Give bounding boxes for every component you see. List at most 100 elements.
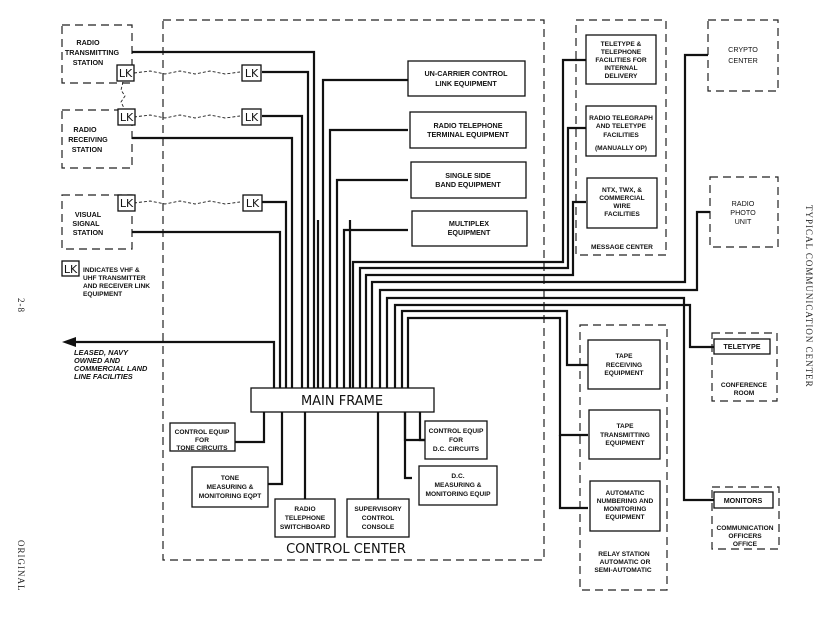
svg-text:BAND EQUIPMENT: BAND EQUIPMENT bbox=[435, 180, 501, 189]
svg-text:NTX, TWX, &: NTX, TWX, & bbox=[602, 187, 642, 194]
svg-text:CRYPTO: CRYPTO bbox=[728, 45, 758, 54]
lk-box: LK bbox=[241, 64, 262, 82]
svg-text:CONTROL EQUIP: CONTROL EQUIP bbox=[429, 428, 484, 435]
message-center-boundary bbox=[575, 19, 667, 256]
visual-station-boundary bbox=[61, 194, 133, 250]
svg-text:SWITCHBOARD: SWITCHBOARD bbox=[280, 524, 330, 531]
svg-text:TONE CIRCUITS: TONE CIRCUITS bbox=[176, 445, 228, 452]
svg-text:CONSOLE: CONSOLE bbox=[362, 524, 395, 531]
single-side-band-equipment: SINGLE SIDE BAND EQUIPMENT bbox=[410, 161, 527, 199]
supervisory-control-console: SUPERVISORY CONTROL CONSOLE bbox=[346, 498, 410, 538]
ntx-twx-commercial-wire-facilities: NTX, TWX, & COMMERCIAL WIRE FACILITIES bbox=[586, 177, 658, 229]
crypto-center-boundary bbox=[707, 19, 779, 92]
svg-text:EQUIPMENT: EQUIPMENT bbox=[605, 514, 644, 521]
svg-text:PHOTO: PHOTO bbox=[730, 208, 756, 217]
svg-text:INDICATES VHF &: INDICATES VHF & bbox=[83, 267, 140, 274]
officers-office-boundary bbox=[711, 486, 780, 550]
svg-text:SEMI-AUTOMATIC: SEMI-AUTOMATIC bbox=[594, 567, 652, 574]
land-line-facilities-label: LEASED, NAVY OWNED AND COMMERCIAL LAND L… bbox=[74, 348, 148, 381]
svg-text:COMMERCIAL: COMMERCIAL bbox=[599, 195, 644, 202]
svg-text:FACILITIES FOR: FACILITIES FOR bbox=[595, 57, 647, 64]
svg-text:OFFICERS: OFFICERS bbox=[728, 533, 762, 540]
svg-text:TELEPHONE: TELEPHONE bbox=[285, 515, 326, 522]
svg-text:RECEIVING: RECEIVING bbox=[606, 362, 642, 369]
svg-text:MEASURING &: MEASURING & bbox=[207, 484, 254, 491]
svg-text:LK: LK bbox=[120, 111, 134, 124]
svg-text:STATION: STATION bbox=[73, 228, 103, 237]
svg-text:CONFERENCE: CONFERENCE bbox=[721, 382, 768, 389]
lk-box: LK bbox=[117, 194, 136, 212]
svg-text:UN-CARRIER CONTROL: UN-CARRIER CONTROL bbox=[424, 69, 508, 78]
radio-telegraph-teletype-facilities: RADIO TELEGRAPH AND TELETYPE FACILITIES … bbox=[585, 105, 657, 157]
control-center-label: CONTROL CENTER bbox=[286, 542, 406, 557]
land-line-arrow-icon bbox=[62, 337, 76, 347]
svg-text:CENTER: CENTER bbox=[728, 56, 758, 65]
svg-text:SINGLE SIDE: SINGLE SIDE bbox=[445, 171, 491, 180]
conference-room: TELETYPE CONFERENCE ROOM bbox=[713, 338, 771, 397]
teletype-device: TELETYPE bbox=[723, 342, 760, 351]
svg-text:CONTROL: CONTROL bbox=[362, 515, 395, 522]
svg-text:AND TELETYPE: AND TELETYPE bbox=[596, 123, 647, 130]
svg-text:AUTOMATIC: AUTOMATIC bbox=[606, 490, 645, 497]
svg-text:INTERNAL: INTERNAL bbox=[604, 65, 637, 72]
svg-text:TAPE: TAPE bbox=[615, 353, 633, 360]
svg-text:MONITORING EQPT: MONITORING EQPT bbox=[199, 493, 262, 500]
svg-text:MAIN FRAME: MAIN FRAME bbox=[301, 394, 383, 409]
relay-station-boundary bbox=[579, 324, 668, 591]
un-carrier-control-link-equipment: UN-CARRIER CONTROL LINK EQUIPMENT bbox=[407, 60, 526, 97]
monitors-device: MONITORS bbox=[724, 496, 763, 505]
svg-text:MONITORING EQUIP: MONITORING EQUIP bbox=[425, 491, 491, 498]
svg-text:RECEIVING: RECEIVING bbox=[68, 135, 108, 144]
wiring bbox=[62, 50, 714, 510]
svg-text:LK: LK bbox=[119, 67, 133, 80]
crypto-center: CRYPTO CENTER bbox=[728, 45, 758, 65]
tone-measuring-monitoring-eqpt: TONE MEASURING & MONITORING EQPT bbox=[191, 466, 269, 508]
control-equip-dc-circuits: CONTROL EQUIP FOR D.C. CIRCUITS bbox=[424, 420, 488, 460]
communication-officers-office: MONITORS COMMUNICATION OFFICERS OFFICE bbox=[713, 491, 774, 548]
radio-transmitting-station: RADIO TRANSMITTING STATION bbox=[65, 38, 120, 67]
radio-receiving-station: RADIO RECEIVING STATION bbox=[68, 125, 108, 154]
svg-text:TELEPHONE: TELEPHONE bbox=[601, 49, 642, 56]
message-center-label: MESSAGE CENTER bbox=[591, 244, 653, 251]
radio-telephone-switchboard: RADIO TELEPHONE SWITCHBOARD bbox=[274, 498, 336, 538]
svg-text:RELAY STATION: RELAY STATION bbox=[598, 551, 650, 558]
svg-text:MEASURING &: MEASURING & bbox=[435, 482, 482, 489]
dc-measuring-monitoring-equip: D.C. MEASURING & MONITORING EQUIP bbox=[418, 465, 498, 506]
page-number-vertical: 2-8 bbox=[16, 298, 26, 313]
control-equip-tone-circuits: CONTROL EQUIP FOR TONE CIRCUITS bbox=[169, 422, 236, 452]
svg-text:TRANSMITTING: TRANSMITTING bbox=[600, 432, 650, 439]
svg-text:RADIO: RADIO bbox=[294, 506, 315, 513]
svg-text:LK: LK bbox=[120, 197, 134, 210]
svg-text:SIGNAL: SIGNAL bbox=[72, 219, 100, 228]
radio-photo-unit: RADIO PHOTO UNIT bbox=[730, 199, 756, 226]
svg-text:STATION: STATION bbox=[72, 145, 102, 154]
svg-text:TONE: TONE bbox=[221, 475, 240, 482]
footer-original-vertical: ORIGINAL bbox=[16, 540, 26, 592]
svg-text:LINE FACILITIES: LINE FACILITIES bbox=[74, 372, 133, 381]
svg-text:OWNED AND: OWNED AND bbox=[74, 356, 121, 365]
svg-text:ROOM: ROOM bbox=[734, 390, 755, 397]
lk-legend: LK INDICATES VHF & UHF TRANSMITTER AND R… bbox=[61, 260, 150, 298]
relay-station-label: RELAY STATION AUTOMATIC OR SEMI-AUTOMATI… bbox=[594, 551, 652, 574]
tape-receiving-equipment: TAPE RECEIVING EQUIPMENT bbox=[587, 339, 661, 390]
svg-text:MULTIPLEX: MULTIPLEX bbox=[449, 219, 489, 228]
svg-text:D.C. CIRCUITS: D.C. CIRCUITS bbox=[433, 446, 480, 453]
svg-text:(MANUALLY OP): (MANUALLY OP) bbox=[595, 145, 647, 152]
svg-text:RADIO: RADIO bbox=[732, 199, 755, 208]
svg-text:LK: LK bbox=[245, 67, 259, 80]
svg-text:FOR: FOR bbox=[195, 437, 209, 444]
svg-text:EQUIPMENT: EQUIPMENT bbox=[448, 228, 491, 237]
lk-box: LK bbox=[116, 64, 135, 82]
svg-text:TERMINAL EQUIPMENT: TERMINAL EQUIPMENT bbox=[427, 130, 509, 139]
multiplex-equipment: MULTIPLEX EQUIPMENT bbox=[411, 210, 528, 247]
transmitting-station-boundary bbox=[61, 24, 133, 84]
svg-text:AUTOMATIC OR: AUTOMATIC OR bbox=[600, 559, 651, 566]
svg-text:FOR: FOR bbox=[449, 437, 463, 444]
svg-text:TRANSMITTING: TRANSMITTING bbox=[65, 48, 120, 57]
svg-text:WIRE: WIRE bbox=[613, 203, 631, 210]
svg-text:UNIT: UNIT bbox=[735, 217, 752, 226]
svg-text:EQUIPMENT: EQUIPMENT bbox=[604, 370, 643, 377]
svg-text:VISUAL: VISUAL bbox=[75, 210, 102, 219]
page-title-vertical: TYPICAL COMMUNICATION CENTER bbox=[804, 205, 814, 388]
